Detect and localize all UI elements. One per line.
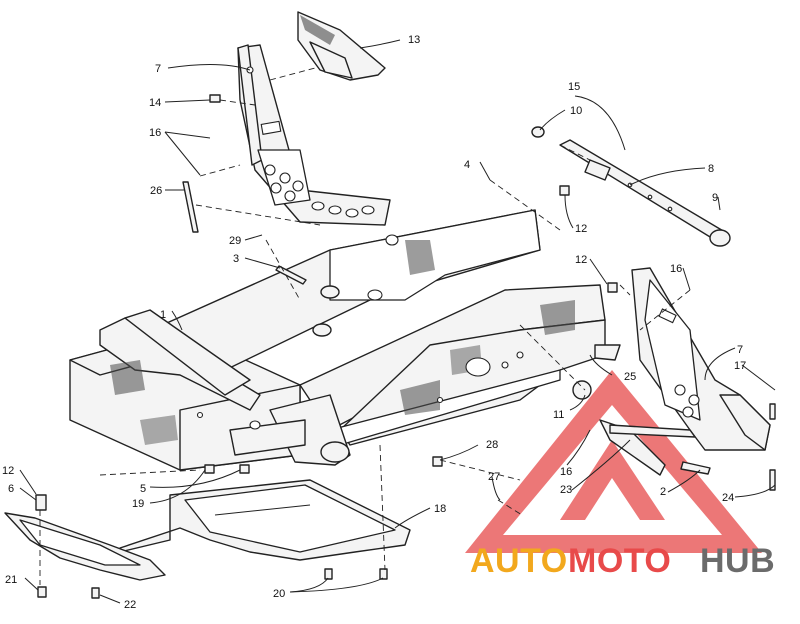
callout-27: 27: [488, 471, 500, 483]
callout-2: 2: [660, 486, 666, 498]
callout-5: 5: [140, 483, 146, 495]
callout-7-left: 7: [155, 63, 161, 75]
watermark-auto: AUTO: [470, 542, 568, 580]
callout-17: 17: [734, 360, 746, 372]
callout-12-right: 12: [575, 254, 587, 266]
watermark-text: AUTO MOTO HUB: [470, 542, 775, 580]
chassis-frame: [69, 209, 606, 471]
callout-26: 26: [150, 185, 162, 197]
front-skid: [4, 512, 166, 581]
callout-7-right: 7: [737, 344, 743, 356]
callout-12-top: 12: [575, 223, 587, 235]
callout-11: 11: [553, 409, 564, 421]
watermark-logo-icon: [465, 370, 762, 553]
leader-lines: [19, 39, 776, 604]
callout-19: 19: [132, 498, 144, 510]
callout-20: 20: [273, 588, 285, 600]
callout-21: 21: [5, 574, 17, 586]
fasteners: [35, 94, 776, 599]
assembly-lines: [39, 67, 691, 585]
callout-29: 29: [229, 235, 241, 247]
callout-10: 10: [570, 105, 582, 117]
watermark-hub: HUB: [700, 542, 775, 580]
steering-support-right: [631, 267, 771, 451]
callout-25: 25: [624, 371, 636, 383]
callout-labels: 1 2 3 4 5 6 7 7 8 9 10 11 12 12 12 13 14…: [2, 34, 746, 611]
callout-28: 28: [486, 439, 498, 451]
callout-9: 9: [712, 192, 718, 204]
callout-1: 1: [160, 309, 166, 321]
callout-16-lower: 16: [560, 466, 572, 478]
watermark-moto: MOTO: [568, 542, 671, 580]
callout-12-left: 12: [2, 465, 14, 477]
callout-18: 18: [434, 503, 446, 515]
callout-3: 3: [233, 253, 239, 265]
callout-13: 13: [408, 34, 420, 46]
steering-support-left: [237, 44, 391, 226]
callout-23: 23: [560, 484, 572, 496]
callout-16-right: 16: [670, 263, 682, 275]
callout-4: 4: [464, 159, 470, 171]
dash-bracket: [297, 11, 386, 81]
callout-24: 24: [722, 492, 734, 504]
steering-post: [531, 126, 731, 247]
callout-15: 15: [568, 81, 580, 93]
callout-16-left: 16: [149, 127, 161, 139]
callout-8: 8: [708, 163, 714, 175]
callout-14: 14: [149, 97, 161, 109]
callout-22: 22: [124, 599, 136, 611]
callout-6: 6: [8, 483, 14, 495]
skid-plate: [119, 479, 411, 561]
